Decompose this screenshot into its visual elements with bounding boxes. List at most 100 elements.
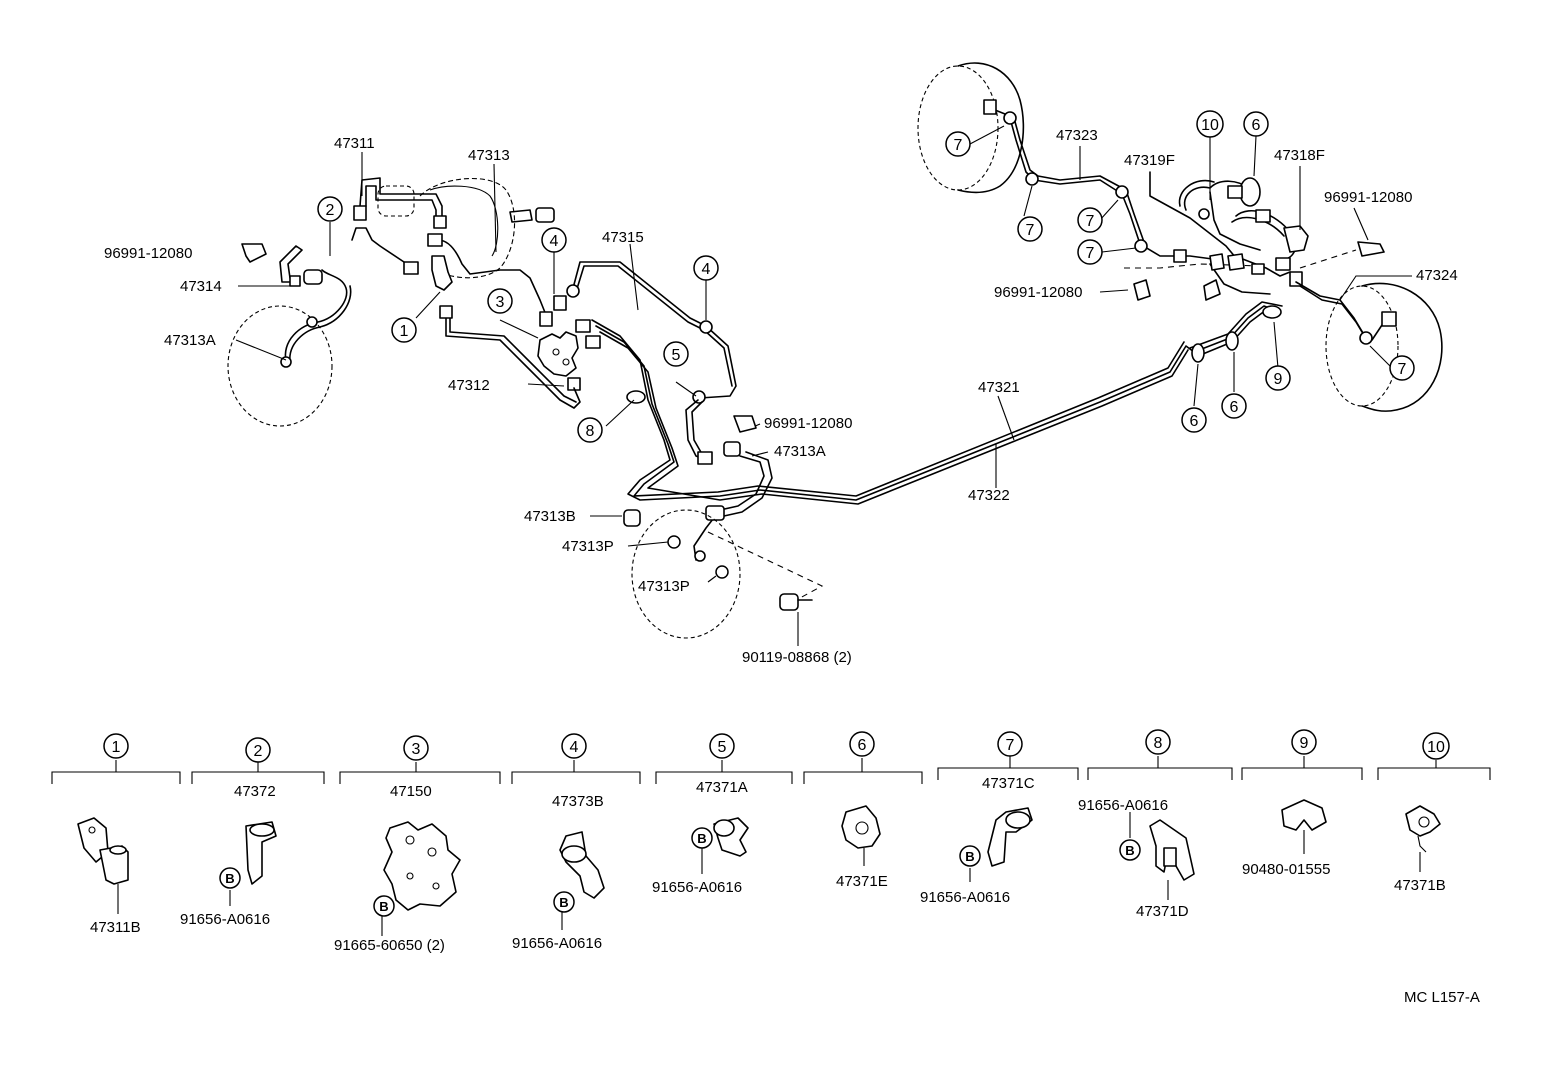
svg-text:2: 2	[254, 743, 263, 760]
label-47321: 47321	[978, 379, 1020, 396]
legend-part-3-number: 47150	[390, 783, 432, 800]
callout-7c: 7	[1077, 207, 1103, 233]
legend-number-2: 2	[245, 737, 271, 763]
callout-6c: 6	[1243, 111, 1269, 137]
leader-lines	[235, 125, 1412, 646]
callout-10: 10	[1196, 110, 1224, 138]
svg-text:4: 4	[550, 233, 559, 250]
legend-section: 1 2 3 4 5 6 7 8 9 10	[51, 729, 1491, 954]
legend-brackets	[51, 756, 1491, 784]
clip-icon	[1133, 279, 1151, 301]
callout-3: 3	[487, 288, 513, 314]
svg-text:2: 2	[326, 202, 335, 219]
label-47313p-b: 47313P	[638, 578, 690, 595]
legend-sub-9: 90480-01555	[1242, 861, 1330, 878]
legend-part-4-icon	[559, 831, 605, 899]
diagram-code: MC L157-A	[1404, 989, 1480, 1006]
rear-valves-drawing	[1149, 171, 1385, 301]
legend-sub-3: 91665-60650 (2)	[334, 937, 445, 954]
label-47322: 47322	[968, 487, 1010, 504]
callout-1: 1	[391, 317, 417, 343]
label-47313b: 47313B	[524, 508, 576, 525]
svg-text:7: 7	[954, 137, 963, 154]
svg-text:5: 5	[718, 739, 727, 756]
legend-number-7: 7	[997, 731, 1023, 757]
svg-text:6: 6	[1190, 413, 1199, 430]
rear-left-drum-drawing	[917, 62, 1261, 269]
legend-part-2-number: 47372	[234, 783, 276, 800]
label-47314: 47314	[180, 278, 222, 295]
legend-sub-6: 47371E	[836, 873, 888, 890]
clip-icon	[733, 415, 757, 433]
callout-markers: 1 2 3 4 4 5 6 6 7 7 7 7 7 8 9 10 6	[317, 110, 1415, 443]
svg-text:B: B	[559, 895, 568, 910]
svg-text:7: 7	[1086, 245, 1095, 262]
legend-number-10: 10	[1422, 732, 1450, 760]
legend-number-1: 1	[103, 733, 129, 759]
legend-part-1-icon	[77, 817, 129, 885]
clip-icons	[241, 243, 1151, 433]
svg-text:B: B	[1125, 843, 1134, 858]
label-47315: 47315	[602, 229, 644, 246]
label-90119: 90119-08868 (2)	[742, 649, 852, 666]
clip-icon	[241, 243, 267, 263]
legend-sub-2: 91656-A0616	[180, 911, 270, 928]
master-cylinder-drawing	[351, 177, 555, 327]
label-96991-center: 96991-12080	[764, 415, 852, 432]
callout-5: 5	[663, 341, 689, 367]
label-96991-left: 96991-12080	[104, 245, 192, 262]
svg-text:9: 9	[1300, 735, 1309, 752]
svg-text:B: B	[697, 831, 706, 846]
bolt-marker-7: B	[959, 845, 981, 867]
callout-9: 9	[1265, 365, 1291, 391]
legend-number-5: 5	[709, 733, 735, 759]
legend-leaders	[117, 812, 1421, 936]
label-47311: 47311	[334, 135, 375, 152]
callout-7a: 7	[945, 131, 971, 157]
callout-7d: 7	[1077, 239, 1103, 265]
brake-lines	[439, 261, 1283, 561]
svg-text:B: B	[225, 871, 234, 886]
left-front-wheel-drawing	[227, 245, 352, 427]
label-47313p-a: 47313P	[562, 538, 614, 555]
callout-2: 2	[317, 196, 343, 222]
callout-7e: 7	[1389, 355, 1415, 381]
svg-text:10: 10	[1427, 739, 1445, 756]
svg-text:7: 7	[1086, 213, 1095, 230]
svg-text:9: 9	[1274, 371, 1283, 388]
svg-text:10: 10	[1201, 117, 1219, 134]
legend-sub-7: 91656-A0616	[920, 889, 1010, 906]
legend-number-8: 8	[1145, 729, 1171, 755]
legend-part-2-icon	[245, 821, 277, 885]
legend-part-10-icon	[1405, 805, 1441, 853]
legend-sub-10: 47371B	[1394, 877, 1446, 894]
bolt-marker-2: B	[219, 867, 241, 889]
svg-text:1: 1	[112, 739, 121, 756]
label-96991-right-top: 96991-12080	[1324, 189, 1412, 206]
svg-text:7: 7	[1398, 361, 1407, 378]
legend-part-7-number: 47371C	[982, 775, 1035, 792]
front-right-wheel-drawing	[623, 509, 824, 639]
legend-part-7-icon	[987, 807, 1033, 867]
label-47323: 47323	[1056, 127, 1098, 144]
svg-text:3: 3	[412, 741, 421, 758]
legend-part-9-icon	[1281, 799, 1327, 831]
svg-text:B: B	[965, 849, 974, 864]
svg-text:4: 4	[702, 261, 711, 278]
label-47319f: 47319F	[1124, 152, 1175, 169]
legend-number-9: 9	[1291, 729, 1317, 755]
legend-number-4: 4	[561, 733, 587, 759]
legend-sub-5: 91656-A0616	[652, 879, 742, 896]
legend-part-8-icon	[1149, 819, 1195, 881]
part-labels: 47311 47313 96991-12080 47314 47313A 473…	[104, 127, 1458, 666]
bolt-marker-5: B	[691, 827, 713, 849]
label-47313: 47313	[468, 147, 510, 164]
legend-number-6: 6	[849, 731, 875, 757]
svg-text:B: B	[379, 899, 388, 914]
bolt-marker-3: B	[373, 895, 395, 917]
legend-part-5-icon	[713, 817, 749, 857]
callout-7b: 7	[1017, 216, 1043, 242]
label-96991-right-mid: 96991-12080	[994, 284, 1082, 301]
bolt-marker-8: B	[1119, 839, 1141, 861]
